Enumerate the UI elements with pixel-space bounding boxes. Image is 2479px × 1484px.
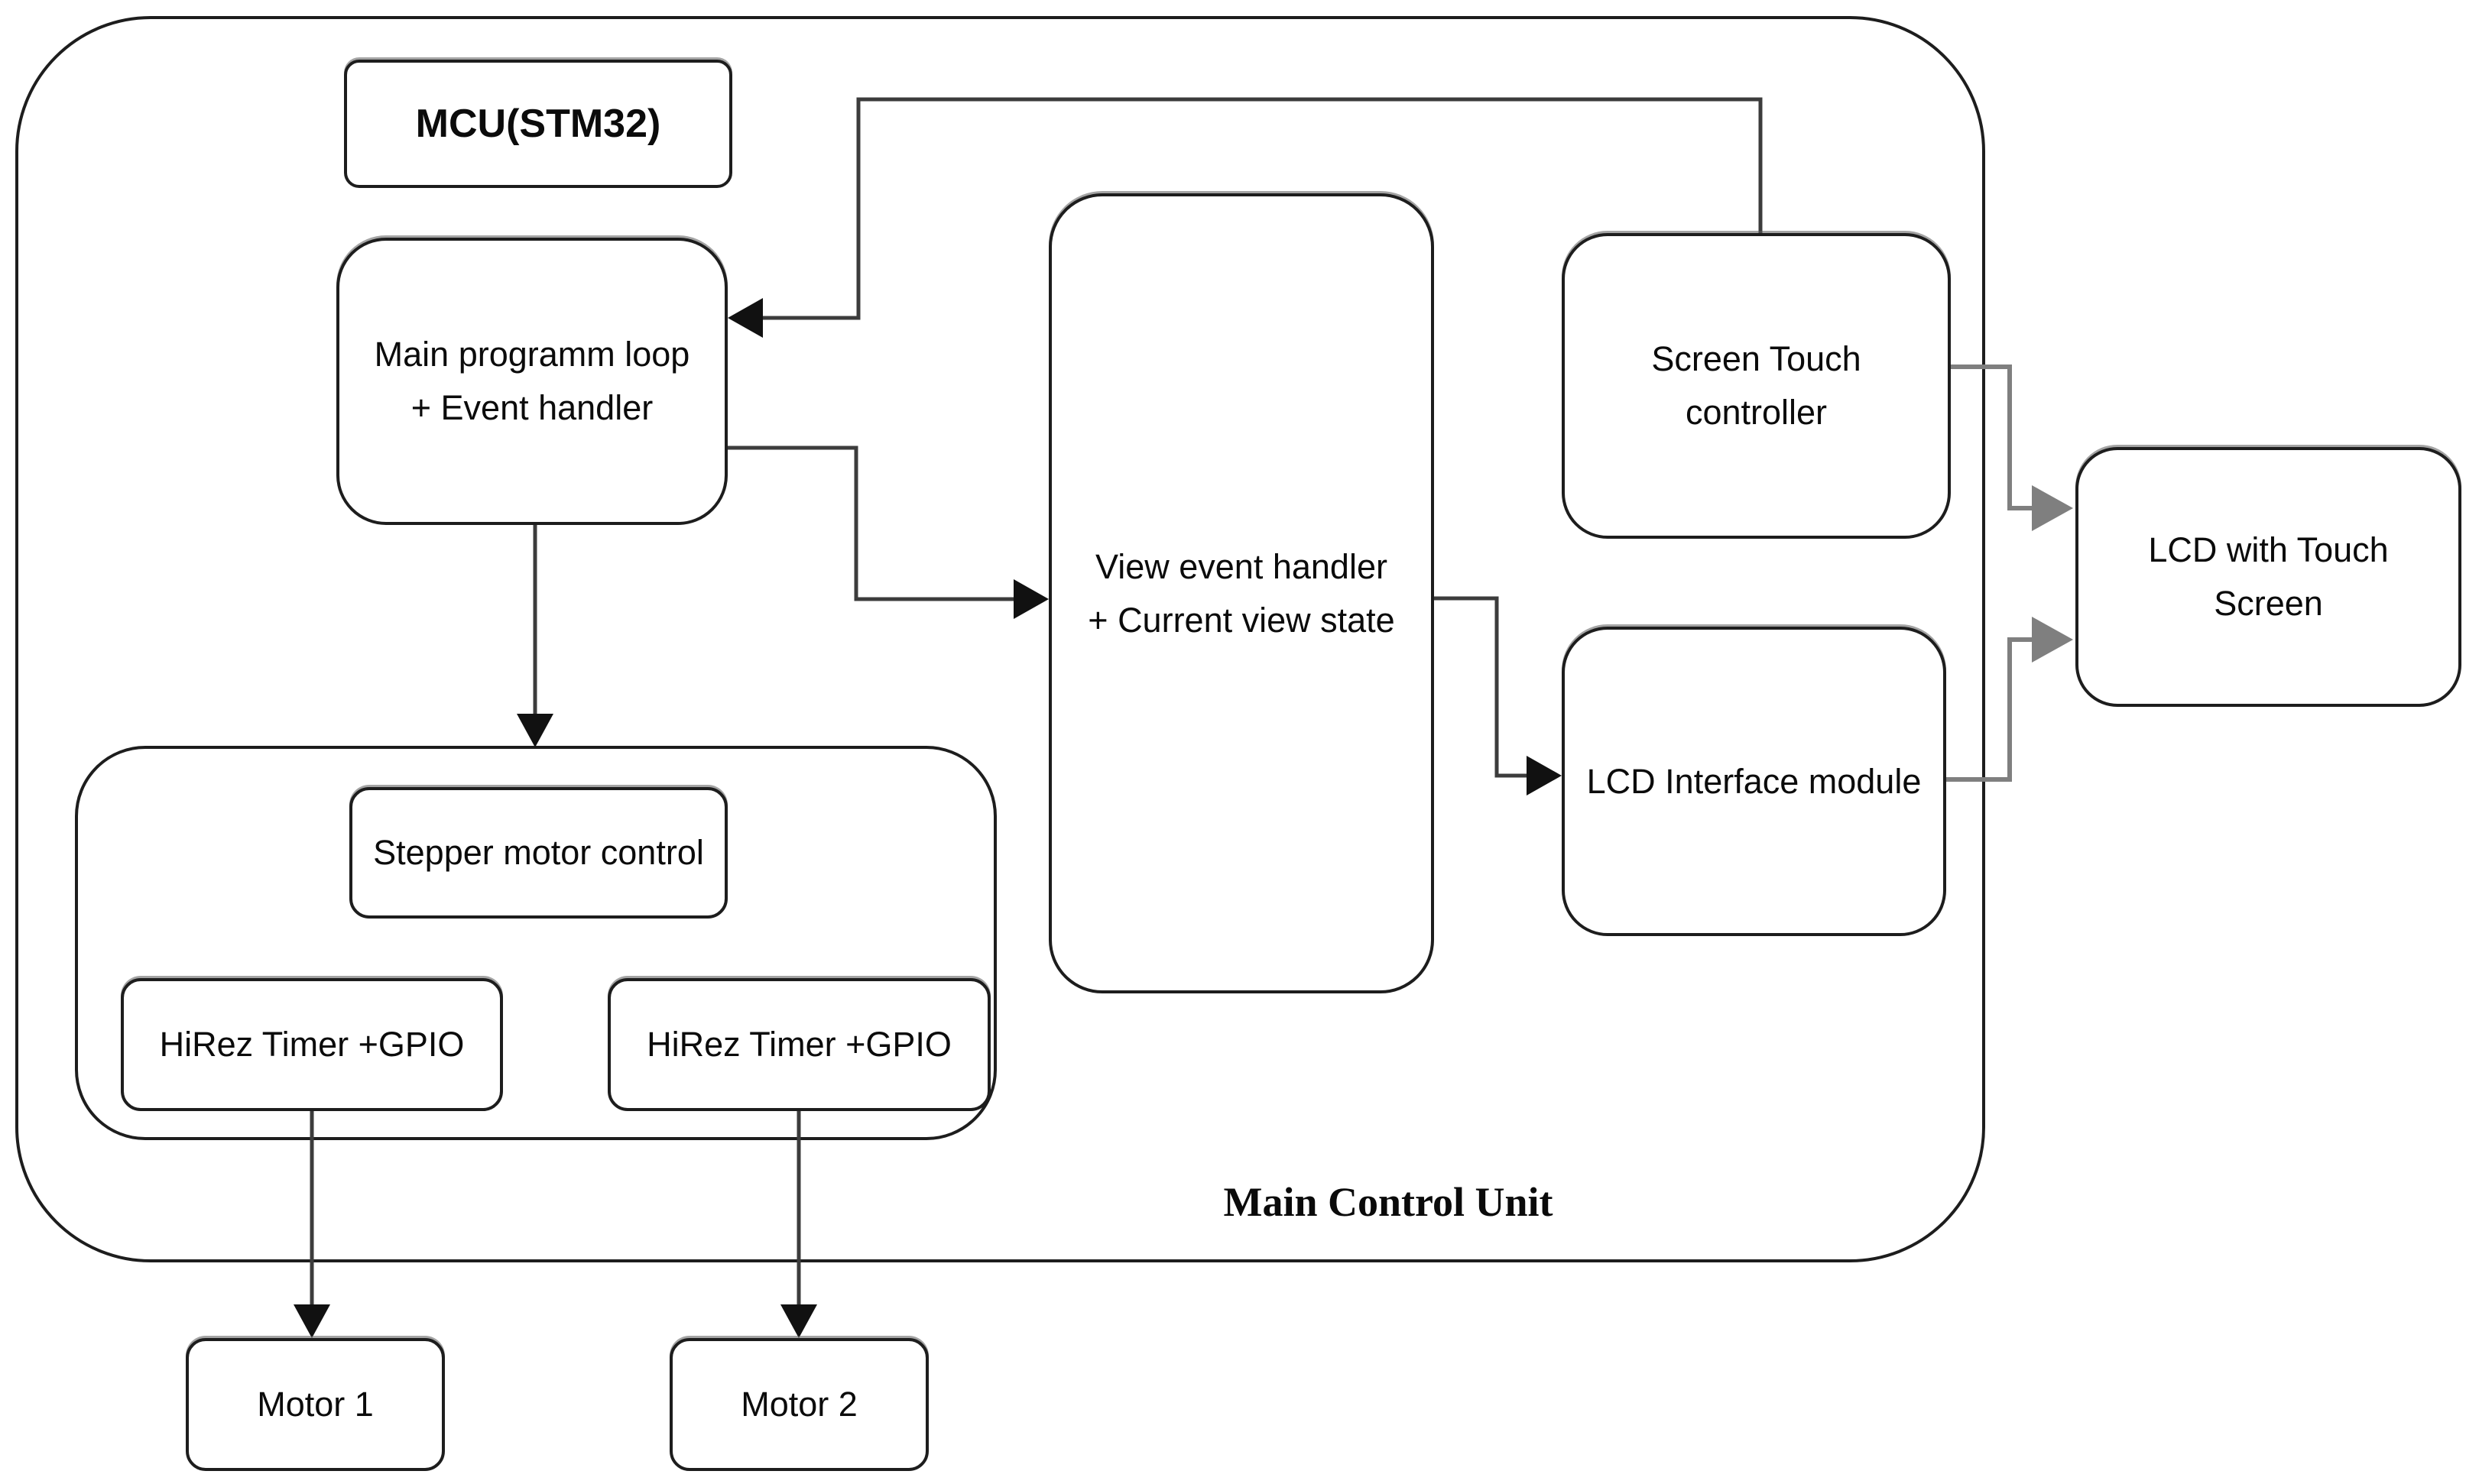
node-stepper-ctrl-label: Stepper motor control xyxy=(373,833,704,873)
node-motor-1: Motor 1 xyxy=(186,1338,445,1471)
node-hirez-timer-2-label: HiRez Timer +GPIO xyxy=(647,1025,952,1064)
node-stepper-ctrl: Stepper motor control xyxy=(349,787,728,919)
edge-screen-touch-to-lcd-touch-arrowhead xyxy=(2032,485,2073,531)
node-lcd-touch: LCD with Touch Screen xyxy=(2075,447,2461,707)
node-lcd-interface: LCD Interface module xyxy=(1562,627,1946,936)
edge-view-handler-to-lcd-interface xyxy=(1433,596,1530,778)
node-lcd-touch-label-line2: Screen xyxy=(2214,584,2323,623)
node-lcd-touch-label-line1: LCD with Touch xyxy=(2148,530,2389,570)
edge-screen-touch-to-main-loop xyxy=(761,97,1763,320)
node-view-handler-label-line1: View event handler xyxy=(1095,546,1387,586)
edge-screen-touch-to-main-loop-arrowhead xyxy=(728,298,763,338)
node-hirez-timer-1: HiRez Timer +GPIO xyxy=(121,978,503,1111)
node-main-loop-label-line1: Main programm loop xyxy=(374,335,690,374)
node-screen-touch-label-line2: controller xyxy=(1685,393,1828,432)
edge-screen-touch-to-lcd-touch xyxy=(1951,365,2035,510)
node-motor-2-label: Motor 2 xyxy=(741,1385,858,1424)
node-main-loop-label-line2: + Event handler xyxy=(410,388,654,427)
node-view-handler: View event handler + Current view state xyxy=(1049,193,1434,993)
edge-hirez2-to-motor2-arrowhead xyxy=(780,1304,817,1338)
node-mcu-chip-label: MCU(STM32) xyxy=(415,101,661,146)
edge-main-loop-to-view-handler xyxy=(728,446,1017,601)
edge-lcd-interface-to-lcd-touch-arrowhead xyxy=(2032,617,2073,663)
edge-main-loop-to-view-handler-arrowhead xyxy=(1014,579,1049,619)
main-control-unit-border xyxy=(15,16,1985,1262)
node-motor-1-label: Motor 1 xyxy=(257,1385,374,1424)
node-hirez-timer-1-label: HiRez Timer +GPIO xyxy=(159,1025,465,1064)
node-screen-touch-label-line1: Screen Touch xyxy=(1651,339,1861,379)
node-lcd-interface-label: LCD Interface module xyxy=(1586,761,1922,801)
main-control-unit-label: Main Control Unit xyxy=(1144,1178,1633,1226)
edge-view-handler-to-lcd-interface-arrowhead xyxy=(1527,756,1562,795)
node-main-loop: Main programm loop + Event handler xyxy=(336,238,728,525)
main-control-unit-label-text: Main Control Unit xyxy=(1223,1179,1553,1225)
node-motor-2: Motor 2 xyxy=(670,1338,929,1471)
node-view-handler-label-line2: + Current view state xyxy=(1088,600,1395,640)
edge-hirez1-to-motor1-arrowhead xyxy=(294,1304,330,1338)
edge-lcd-interface-to-lcd-touch xyxy=(1946,637,2035,782)
node-screen-touch: Screen Touch controller xyxy=(1562,233,1951,539)
edge-main-loop-to-stepper-group-arrowhead xyxy=(517,714,553,747)
stepper-group-border xyxy=(75,746,997,1140)
node-hirez-timer-2: HiRez Timer +GPIO xyxy=(608,978,991,1111)
node-mcu-chip: MCU(STM32) xyxy=(344,60,732,188)
